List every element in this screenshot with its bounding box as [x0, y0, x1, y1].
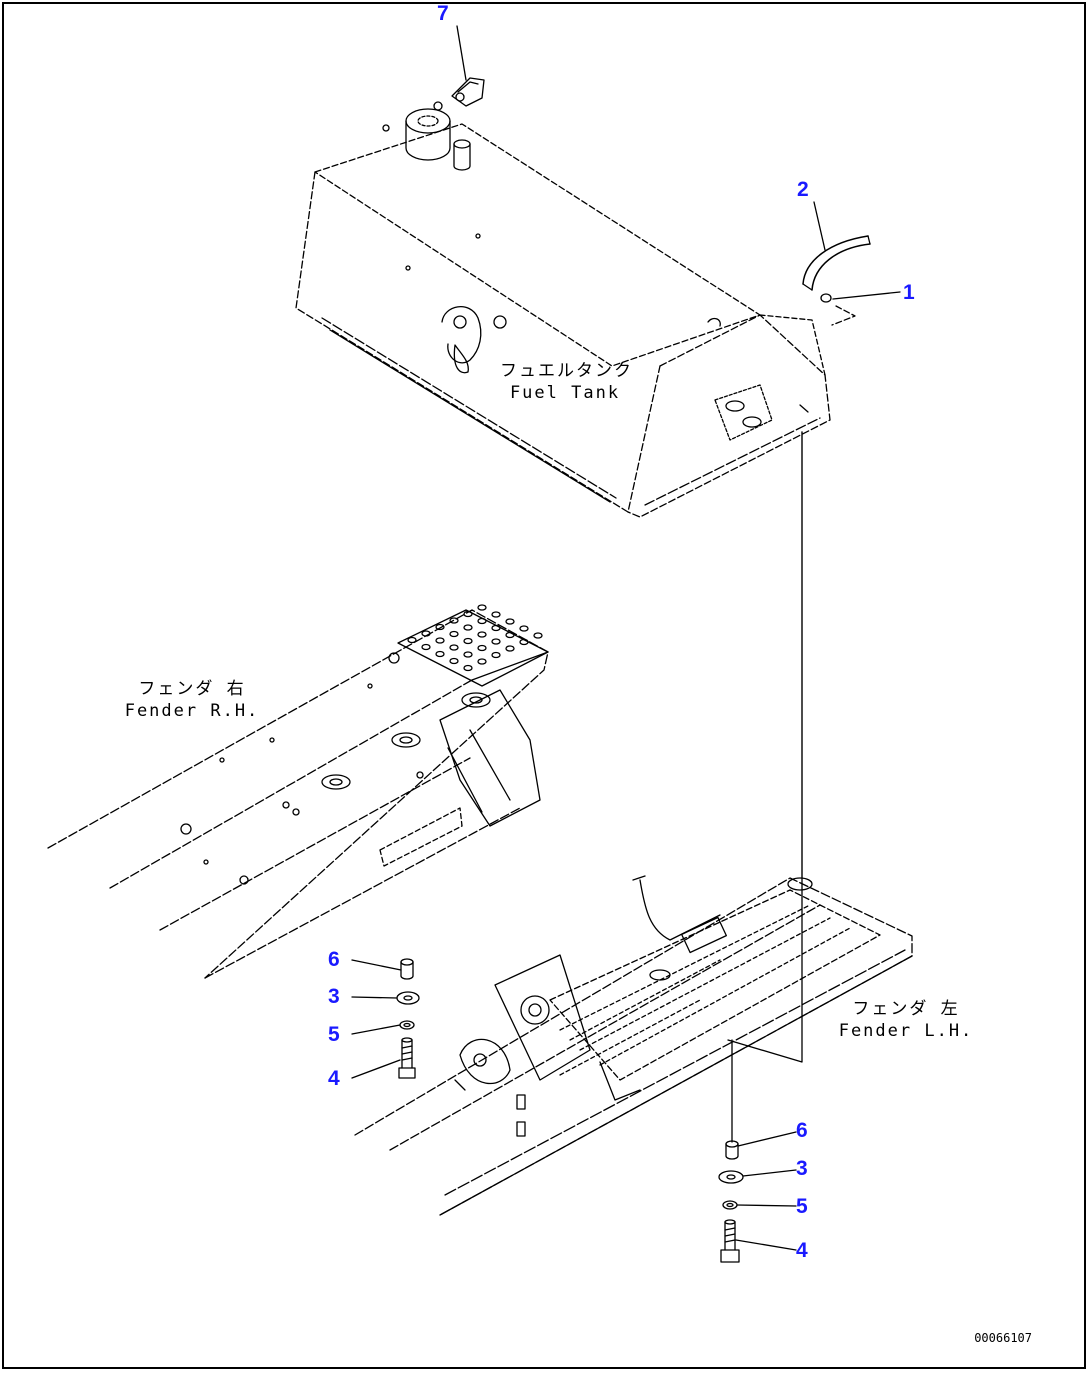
step-hole [435, 623, 445, 631]
callout-3-left: 3 [328, 985, 340, 1008]
label-fender-rh-en: Fender R.H. [124, 701, 260, 721]
step-hole [449, 644, 459, 651]
hardware-stack-left [351, 958, 420, 1079]
step-hole [491, 638, 501, 645]
step-hole [463, 651, 473, 658]
step-hole [421, 643, 431, 651]
label-fender-rh: フェンダ 右 Fender R.H. [122, 678, 262, 722]
part-4-bolt-left [398, 1037, 416, 1079]
valve-assembly [459, 875, 813, 1085]
step-hole [505, 631, 515, 639]
callout-5-left: 5 [328, 1023, 340, 1046]
callout-6-right: 6 [796, 1119, 808, 1142]
step-hole [449, 617, 459, 624]
step-hole [407, 636, 417, 644]
leader-6-left [351, 959, 402, 971]
leader-7 [456, 25, 467, 81]
leader-3-left [351, 996, 398, 999]
part-7-cap-lock [451, 77, 485, 107]
callout-2: 2 [797, 178, 809, 201]
part-4-bolt-right [720, 1219, 740, 1263]
tank-breather [453, 139, 471, 171]
step-hole [519, 638, 529, 646]
step-hole [477, 658, 487, 665]
label-fender-rh-jp: フェンダ 右 [138, 679, 246, 699]
step-hole [477, 644, 487, 652]
callout-4-right: 4 [796, 1239, 808, 1262]
step-hole [505, 645, 515, 652]
part-3-washer-right [718, 1170, 744, 1184]
step-hole [477, 617, 487, 625]
step-hole [421, 630, 431, 637]
label-fender-lh-en: Fender L.H. [838, 1021, 974, 1041]
leader-4-left [351, 1059, 401, 1079]
part-1-clamp [820, 293, 832, 303]
label-fender-lh-jp: フェンダ 左 [852, 999, 960, 1019]
leader-3-right [742, 1169, 797, 1177]
drawing-code: 00066107 [974, 1331, 1032, 1345]
step-hole [505, 618, 515, 625]
step-plate [397, 604, 549, 687]
step-hole [435, 637, 445, 644]
fuel-tank-top-face [314, 123, 761, 367]
label-fuel-tank: フュエルタンク Fuel Tank [500, 360, 633, 404]
step-hole [449, 630, 459, 638]
label-fender-lh: フェンダ 左 Fender L.H. [836, 998, 976, 1042]
leader-5-left [351, 1024, 401, 1035]
step-hole [533, 632, 543, 639]
label-fuel-tank-en: Fuel Tank [509, 383, 621, 403]
leader-2 [813, 201, 826, 251]
step-hole [463, 610, 473, 618]
fuel-tank [295, 101, 831, 518]
step-hole [435, 650, 445, 658]
leader-5-right [736, 1204, 797, 1207]
step-hole [463, 664, 473, 672]
step-hole [477, 631, 487, 638]
step-hole [491, 651, 501, 659]
level-gauge [441, 306, 507, 374]
step-hole [519, 625, 529, 632]
filler-cap [382, 101, 451, 161]
callout-6-left: 6 [328, 948, 340, 971]
step-hole [449, 657, 459, 665]
fender-lh-tray [549, 889, 881, 1101]
part-5-lockwasher-left [399, 1020, 415, 1030]
label-fuel-tank-jp: フュエルタンク [500, 361, 633, 381]
fender-rh [47, 604, 549, 979]
fuel-tank-front-face [295, 171, 661, 513]
part-2-hose [802, 235, 871, 291]
callout-1: 1 [903, 281, 915, 304]
fender-lh [354, 431, 913, 1216]
part-6-collar-right [725, 1140, 739, 1160]
callout-5-right: 5 [796, 1195, 808, 1218]
part-6-collar-left [400, 958, 414, 980]
step-hole [491, 624, 501, 632]
fuel-tank-end-face [627, 314, 831, 518]
leader-6-right [737, 1131, 797, 1147]
step-plate-holes [407, 604, 543, 672]
part-5-lockwasher-right [722, 1200, 738, 1210]
callout-3-right: 3 [796, 1157, 808, 1180]
callout-7: 7 [437, 2, 449, 25]
callout-4-left: 4 [328, 1067, 340, 1090]
step-hole [477, 604, 487, 611]
step-hole [491, 611, 501, 618]
part-3-washer-left [396, 991, 420, 1005]
leader-4-right [735, 1239, 797, 1251]
hardware-stack-right [718, 1039, 797, 1263]
step-hole [463, 624, 473, 631]
step-hole [463, 637, 473, 645]
leader-1 [832, 291, 901, 300]
